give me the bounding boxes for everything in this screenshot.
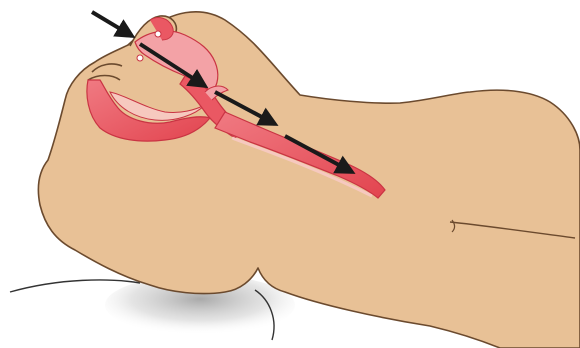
nasal-opening	[155, 31, 161, 37]
nostril	[137, 55, 143, 61]
arrow-right-down-icon	[92, 12, 132, 36]
